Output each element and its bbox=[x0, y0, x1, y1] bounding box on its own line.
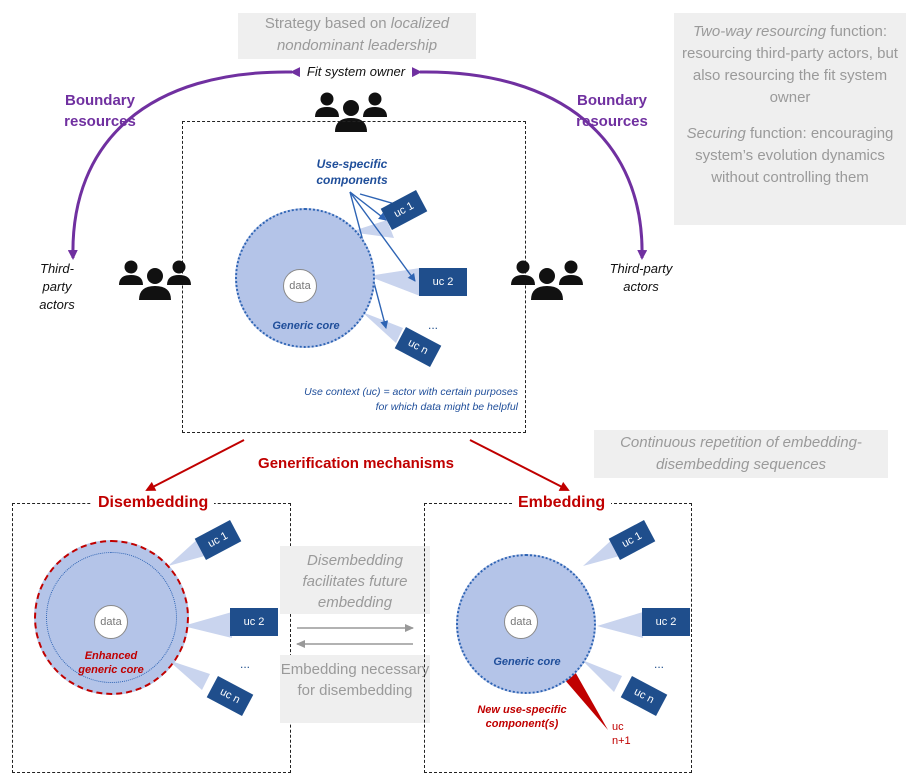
top-core-label: Generic core bbox=[272, 320, 340, 332]
generification-label: Generification mechanisms bbox=[258, 455, 454, 472]
embedding-uc2-box: uc 2 bbox=[642, 608, 690, 636]
continuous-repetition-box: Continuous repetition of embedding-disem… bbox=[594, 430, 888, 478]
functions-box: Two-way resourcing function: resourcing … bbox=[674, 13, 906, 225]
two-way-em: Two-way resourcing bbox=[693, 23, 827, 40]
two-way-rest: function: resourcing third-party actors,… bbox=[682, 23, 898, 106]
embedding-dots: ... bbox=[654, 657, 665, 671]
fit-owner-people-icon bbox=[314, 90, 388, 139]
securing-rest: function: encouraging system’s evolution… bbox=[695, 125, 894, 186]
top-uc2-box: uc 2 bbox=[419, 268, 467, 296]
disembedding-facilitates-box: Disembedding facilitates future embeddin… bbox=[280, 546, 430, 614]
use-context-note: Use context (uc) = actor with certain pu… bbox=[304, 386, 518, 413]
top-data-circle: data bbox=[283, 269, 317, 303]
embedding-data-circle: data bbox=[504, 605, 538, 639]
securing-em: Securing bbox=[686, 125, 746, 142]
strategy-box: Strategy based on localized nondominant … bbox=[238, 13, 476, 59]
embedding-title: Embedding bbox=[512, 494, 612, 512]
boundary-arrow-right bbox=[411, 67, 648, 260]
disembedding-data-circle: data bbox=[94, 605, 128, 639]
disembedding-dots: ... bbox=[240, 657, 251, 671]
strategy-prefix: Strategy based on bbox=[264, 15, 391, 32]
use-specific-components-label: Use-specific components bbox=[316, 157, 388, 187]
third-party-right-label: Third-party actors bbox=[609, 261, 673, 294]
embedding-generic-core bbox=[456, 554, 596, 694]
two-way-function: Two-way resourcing function: resourcing … bbox=[674, 21, 906, 109]
boundary-arrow-left bbox=[67, 67, 301, 260]
embedding-core-label: Generic core bbox=[493, 656, 561, 668]
top-cones bbox=[350, 220, 420, 343]
embedding-necessary-box: Embedding necessary for disembedding bbox=[280, 655, 430, 723]
boundary-resources-left: Boundary resources bbox=[64, 92, 136, 130]
fit-owner-label: Fit system owner bbox=[306, 64, 406, 79]
boundary-resources-right: Boundary resources bbox=[576, 92, 648, 130]
disembedding-uc2-box: uc 2 bbox=[230, 608, 278, 636]
third-party-left-label: Third-party actors bbox=[39, 261, 75, 312]
top-dots: ... bbox=[428, 318, 439, 332]
securing-function: Securing function: encouraging system’s … bbox=[674, 123, 906, 189]
disembedding-title: Disembedding bbox=[92, 494, 215, 512]
third-party-right-people-icon bbox=[510, 258, 584, 307]
enhanced-core-label: Enhanced generic core bbox=[78, 650, 144, 676]
enhanced-core-inner-ring bbox=[46, 552, 177, 683]
new-uc-label: uc n+1 bbox=[612, 721, 631, 747]
third-party-left-people-icon bbox=[118, 258, 192, 307]
strategy-emphasis: localized nondominant leadership bbox=[276, 15, 450, 54]
new-component-label: New use-specific component(s) bbox=[477, 704, 567, 730]
new-component-cone bbox=[558, 670, 608, 730]
